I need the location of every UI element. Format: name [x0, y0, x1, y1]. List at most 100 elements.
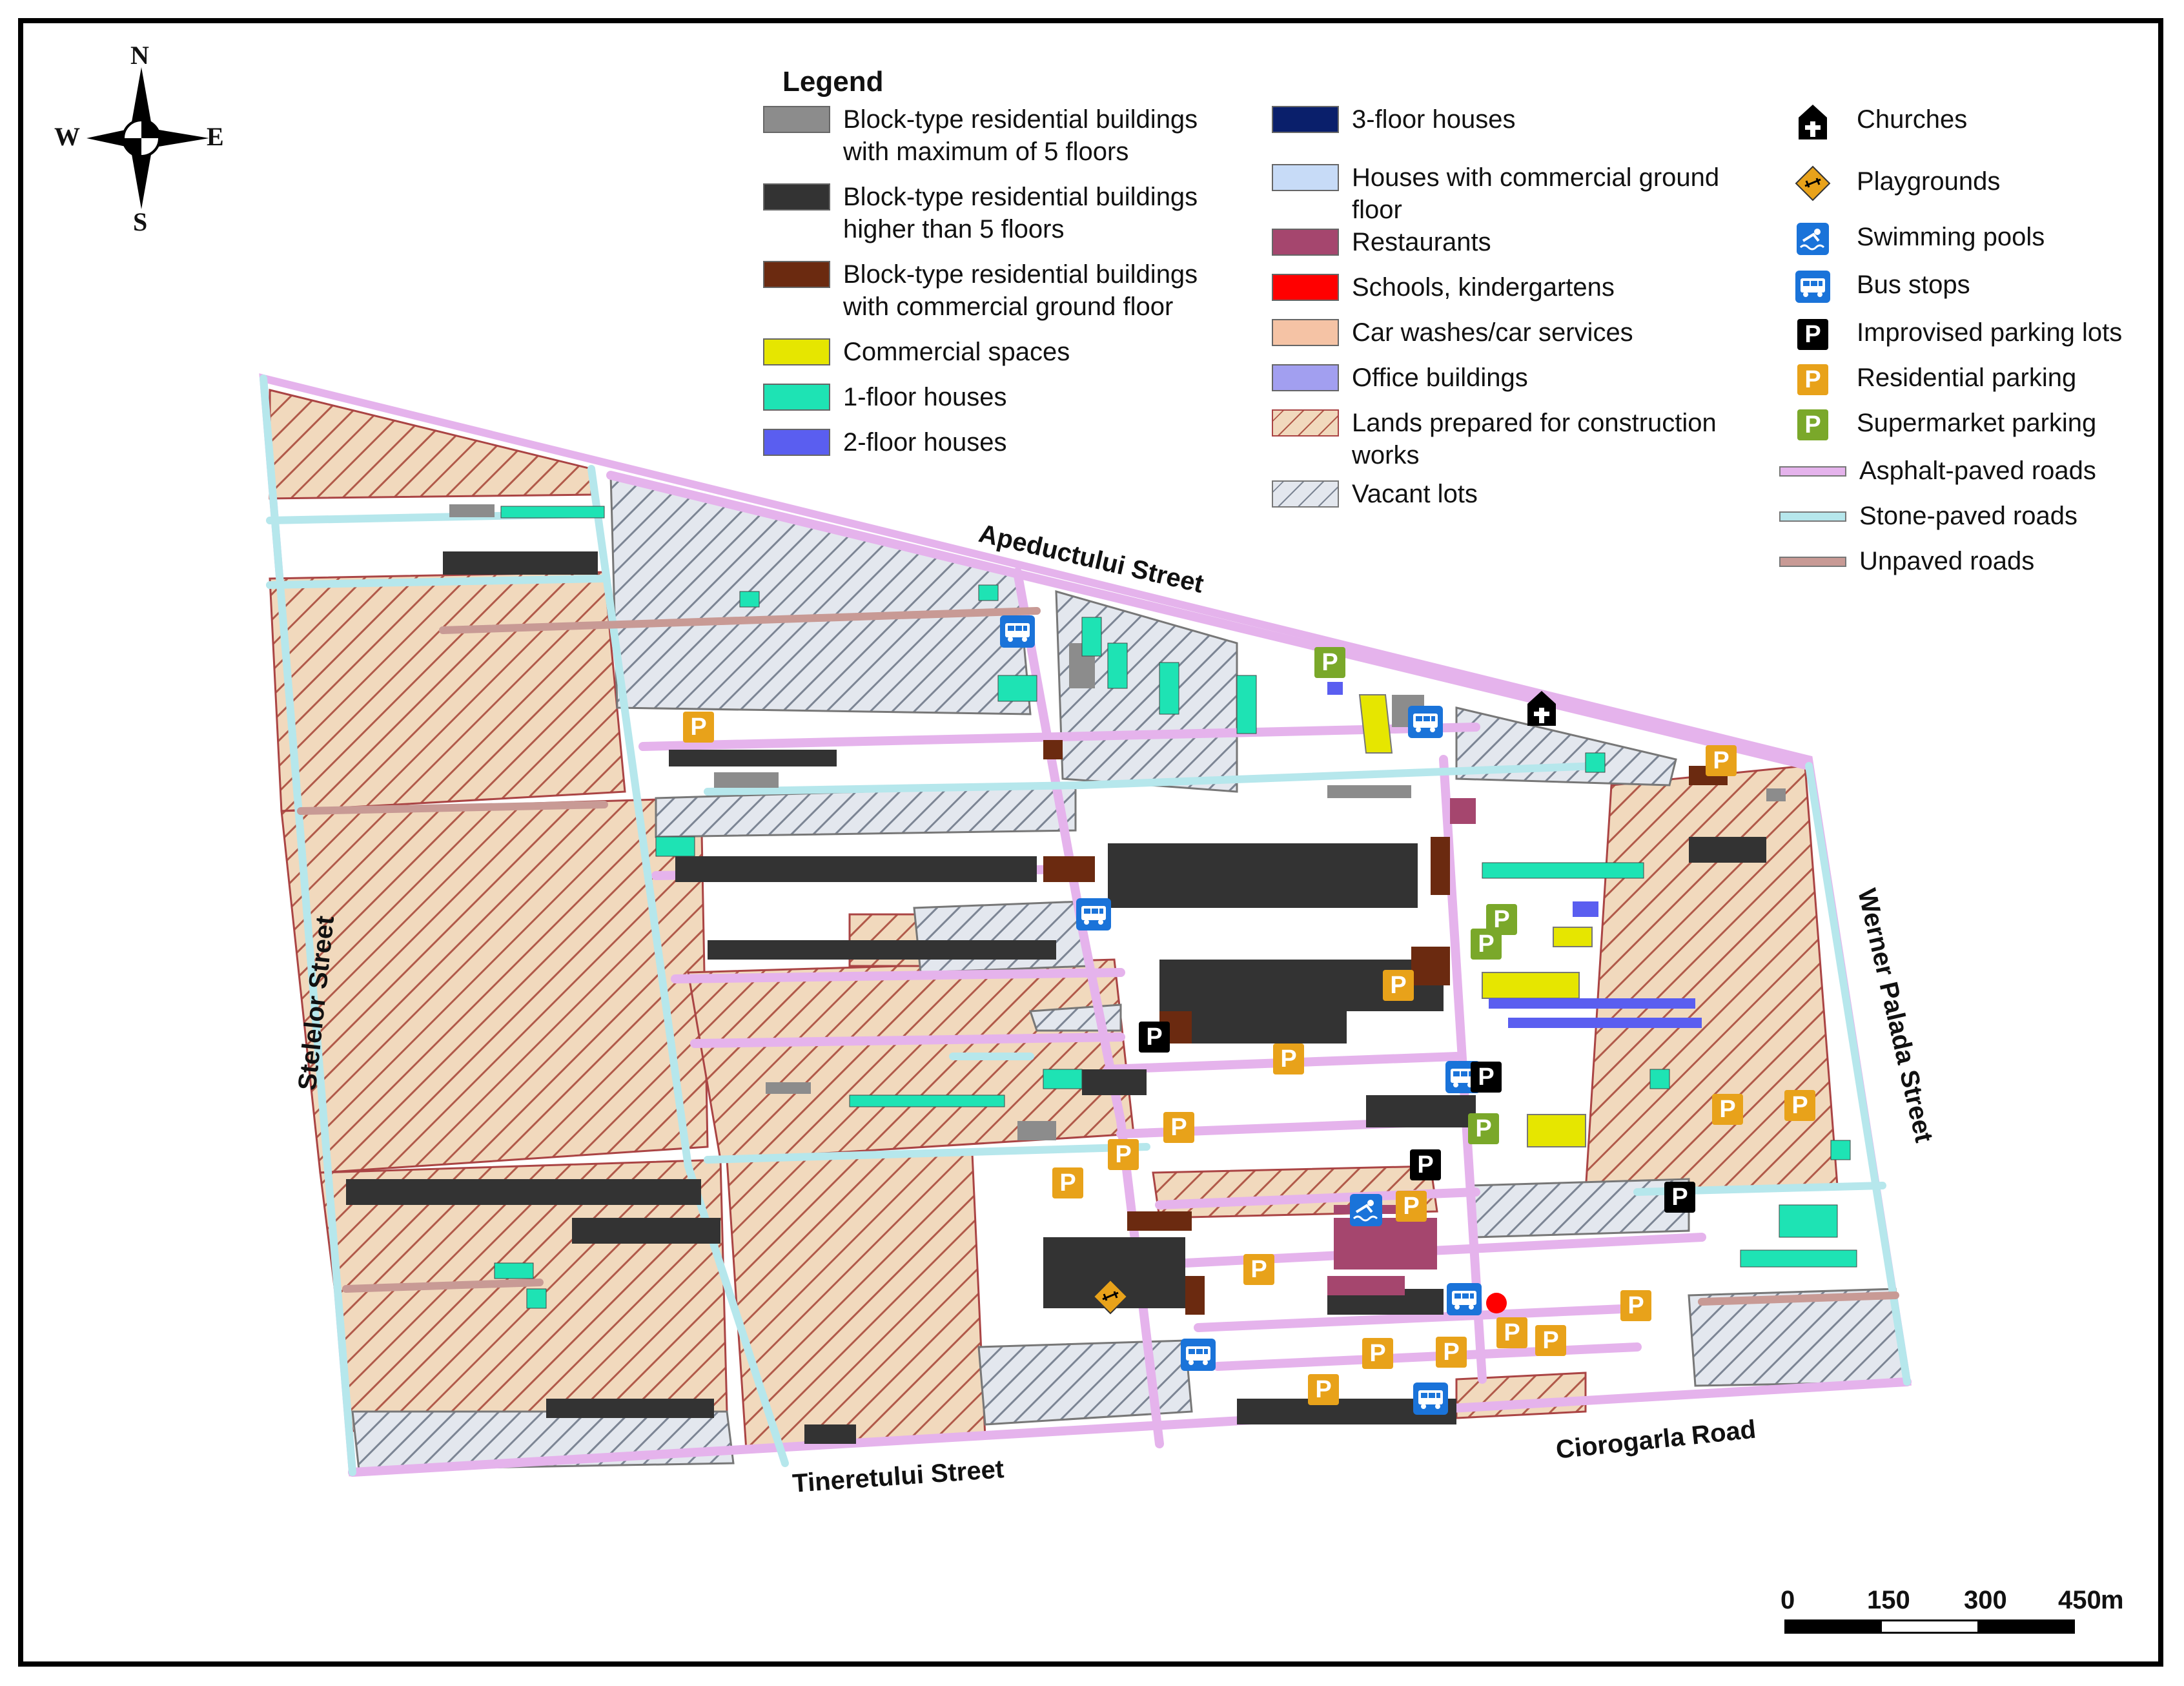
parking-glyph: P	[1308, 1374, 1339, 1405]
legend-label-line: with commercial ground floor	[843, 293, 1174, 321]
swimming-pool-icon	[1348, 1192, 1384, 1228]
legend-label-line: Car washes/car services	[1352, 318, 1633, 347]
parking-glyph: P	[1496, 1317, 1527, 1348]
color-swatch	[763, 384, 830, 411]
parking-icon: P	[1795, 407, 1831, 443]
parking-glyph: P	[683, 712, 714, 743]
parking-icon: P	[1105, 1136, 1141, 1173]
commercial-spaces	[1358, 694, 1593, 1147]
parking-icon: P	[1468, 1059, 1504, 1095]
parking-icon: P	[1050, 1165, 1086, 1201]
block-buildings-commercial	[1043, 740, 1728, 1315]
parking-icon: P	[1360, 1335, 1396, 1372]
compass-rose-icon	[87, 67, 209, 209]
parking-icon: P	[1312, 644, 1348, 681]
legend-item: Block-type residential buildings with com…	[763, 258, 1198, 323]
parking-icon: P	[1533, 1322, 1569, 1359]
legend-label: Office buildings	[1352, 362, 1528, 394]
parking-icon: P	[1161, 1109, 1197, 1146]
legend-item: Bus stops	[1795, 269, 1970, 305]
unpaved-roads	[297, 607, 1899, 1306]
legend-label: 2-floor houses	[843, 426, 1006, 458]
legend-label-line: Block-type residential buildings	[843, 260, 1198, 289]
parking-glyph: P	[1664, 1182, 1695, 1213]
legend-label-line: with maximum of 5 floors	[843, 138, 1129, 166]
color-swatch	[1272, 274, 1339, 301]
map-canvas	[259, 373, 1912, 1477]
parking-glyph: P	[1273, 1043, 1304, 1074]
parking-icon: P	[1380, 967, 1416, 1003]
road-swatch	[1779, 557, 1846, 567]
parking-glyph: P	[1052, 1167, 1083, 1198]
legend-item: Schools, kindergartens	[1272, 271, 1615, 303]
swimming-pool-icon	[1795, 221, 1831, 257]
legend-title: Legend	[782, 66, 884, 98]
scale-tick-300: 300	[1964, 1586, 2007, 1614]
parking-icon: P	[1795, 362, 1831, 398]
legend-label: Restaurants	[1352, 226, 1491, 258]
legend-label: Bus stops	[1857, 271, 1970, 299]
legend-label-line: works	[1352, 441, 1420, 469]
legend-label-line: Block-type residential buildings	[843, 105, 1198, 134]
playground-icon	[1795, 165, 1831, 201]
parking-icon: P	[1271, 1041, 1307, 1077]
legend-label: Block-type residential buildings with max…	[843, 103, 1198, 168]
compass-south-label: S	[133, 207, 148, 236]
bus-stop-icon	[1407, 704, 1444, 740]
compass-north-label: N	[130, 41, 149, 70]
parking-glyph: P	[1410, 1149, 1441, 1180]
parking-icon: P	[1484, 901, 1520, 938]
two-floor-houses	[1327, 682, 1702, 1028]
parking-glyph: P	[1243, 1254, 1274, 1285]
parking-glyph: P	[1706, 745, 1737, 776]
legend-item: Restaurants	[1272, 226, 1491, 258]
parking-glyph: P	[1163, 1112, 1194, 1143]
scale-bar-graphic	[1784, 1619, 2075, 1634]
legend-label: Residential parking	[1857, 364, 2077, 392]
legend-label: Unpaved roads	[1859, 547, 2035, 575]
legend-label-line: Commercial spaces	[843, 338, 1070, 366]
legend-item: 3-floor houses	[1272, 103, 1515, 136]
parking-icon: P	[1468, 926, 1504, 962]
scale-tick-150: 150	[1867, 1586, 1910, 1614]
legend-label-line: 2-floor houses	[843, 428, 1007, 457]
legend-label: Vacant lots	[1352, 478, 1478, 510]
color-swatch	[1272, 364, 1339, 391]
parking-glyph: P	[1712, 1094, 1743, 1125]
bus-stop-icon	[1076, 896, 1112, 932]
legend-label-line: Schools, kindergartens	[1352, 273, 1615, 302]
color-swatch	[1272, 106, 1339, 133]
legend-item: Asphalt-paved roads	[1779, 455, 2096, 487]
parking-icon: P	[1433, 1334, 1469, 1370]
church-icon	[1524, 690, 1560, 726]
parking-icon: P	[1241, 1251, 1277, 1288]
parking-icon: P	[1662, 1179, 1698, 1215]
legend-item: Stone-paved roads	[1779, 500, 2078, 532]
legend-item: Office buildings	[1272, 362, 1528, 394]
legend-item: 1-floor houses	[763, 381, 1006, 413]
parking-icon: P	[1393, 1188, 1429, 1224]
legend-label-line: floor	[1352, 196, 1402, 224]
legend-label-line: higher than 5 floors	[843, 215, 1065, 243]
legend-item: Swimming pools	[1795, 221, 2045, 257]
legend-label: Schools, kindergartens	[1352, 271, 1615, 303]
block-buildings-high	[346, 551, 1766, 1444]
legend-label: Stone-paved roads	[1859, 502, 2078, 530]
road-swatch	[1779, 511, 1846, 522]
parking-glyph: P	[1471, 929, 1502, 960]
color-swatch	[1272, 164, 1339, 191]
parking-glyph: P	[1797, 409, 1828, 440]
bus-stop-icon	[1413, 1381, 1449, 1417]
parking-icon: P	[1465, 1111, 1502, 1147]
color-swatch	[763, 183, 830, 211]
color-swatch	[1272, 319, 1339, 346]
legend-label: Car washes/car services	[1352, 316, 1633, 349]
parking-icon: P	[1136, 1019, 1172, 1055]
parking-glyph: P	[1471, 1062, 1502, 1093]
